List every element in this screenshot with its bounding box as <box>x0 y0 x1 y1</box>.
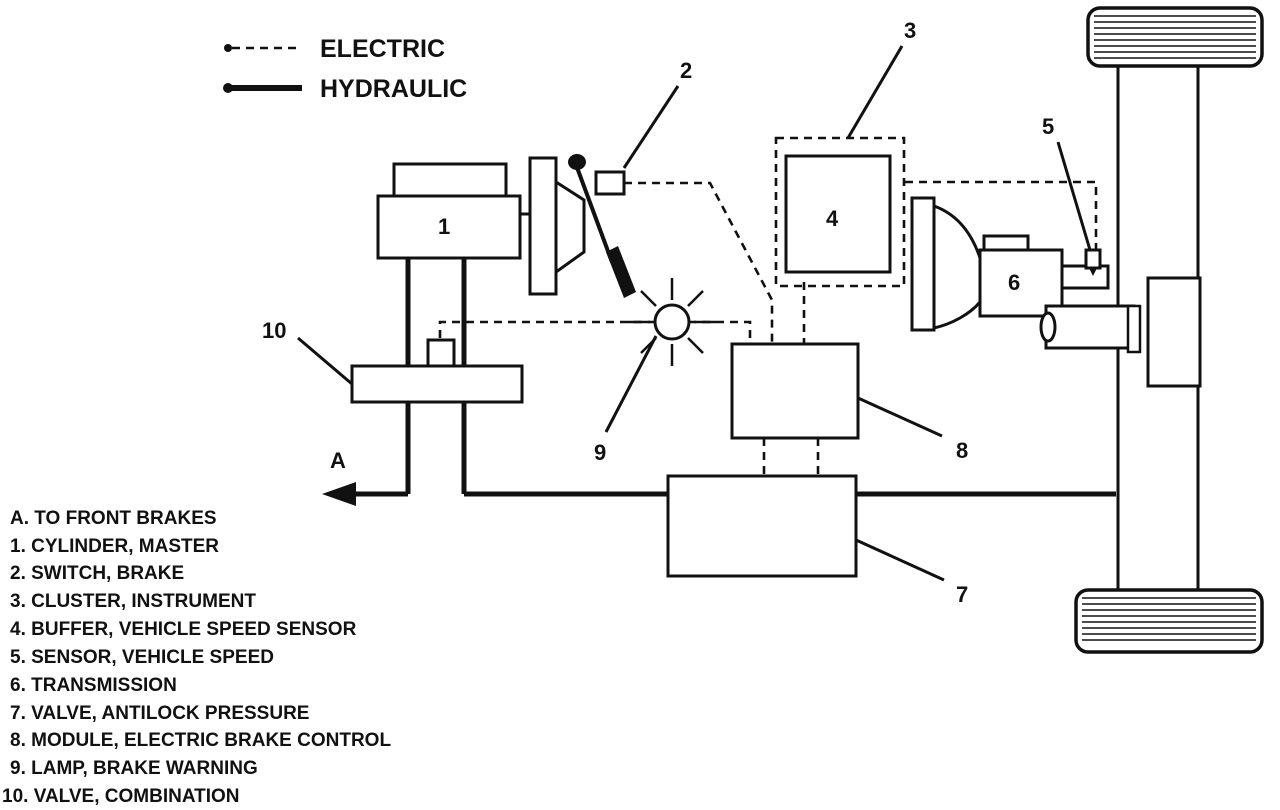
key-item: 9. LAMP, BRAKE WARNING <box>10 758 258 779</box>
key-item: 4. BUFFER, VEHICLE SPEED SENSOR <box>10 619 357 640</box>
callout-4: 4 <box>826 206 839 231</box>
brake-booster-pedal <box>520 154 636 298</box>
callout-7: 7 <box>956 582 968 607</box>
vehicle-speed-sensor <box>1084 248 1102 276</box>
callout-8: 8 <box>956 438 968 463</box>
combination-valve <box>350 338 524 404</box>
brake-switch <box>594 170 626 196</box>
antilock-pressure-valve <box>666 474 858 578</box>
master-cylinder <box>376 162 522 260</box>
legend-hydraulic-label: HYDRAULIC <box>320 75 467 103</box>
bottom-wheel <box>1074 588 1264 654</box>
callout-2: 2 <box>680 58 692 83</box>
legend-electric-label: ELECTRIC <box>320 35 445 63</box>
instrument-cluster <box>774 136 906 288</box>
key-item: 3. CLUSTER, INSTRUMENT <box>10 591 256 612</box>
front-brakes-arrow <box>322 482 356 506</box>
key-item: 7. VALVE, ANTILOCK PRESSURE <box>10 703 309 724</box>
callout-10: 10 <box>262 318 286 343</box>
differential <box>1146 276 1202 388</box>
key-item: 2. SWITCH, BRAKE <box>10 563 184 584</box>
callout-3: 3 <box>904 18 916 43</box>
callout-1: 1 <box>438 214 450 239</box>
transmission <box>910 196 1142 354</box>
key-item: 8. MODULE, ELECTRIC BRAKE CONTROL <box>10 730 391 751</box>
legend-electric-symbol <box>224 44 302 52</box>
legend: ELECTRIC HYDRAULIC <box>223 35 467 103</box>
callout-a: A <box>330 448 346 473</box>
callout-5: 5 <box>1042 114 1054 139</box>
key-item: 10. VALVE, COMBINATION <box>2 786 240 807</box>
key-item: 5. SENSOR, VEHICLE SPEED <box>10 647 274 668</box>
legend-hydraulic-symbol <box>223 83 302 93</box>
component-key: A. TO FRONT BRAKES 1. CYLINDER, MASTER 2… <box>2 508 391 807</box>
electric-brake-control-module <box>730 342 860 440</box>
brake-warning-lamp <box>628 278 716 366</box>
callout-6: 6 <box>1008 270 1020 295</box>
electric-lines <box>438 180 1098 476</box>
leader-lines <box>297 45 1092 582</box>
callouts: 1 2 3 4 5 6 7 8 9 10 A <box>262 18 1054 607</box>
callout-9: 9 <box>594 440 606 465</box>
hydraulic-lines <box>322 258 1116 506</box>
key-item: 1. CYLINDER, MASTER <box>10 536 219 557</box>
key-item: 6. TRANSMISSION <box>10 675 177 696</box>
vehicle-speed-sensor-buffer <box>784 154 892 274</box>
key-item: A. TO FRONT BRAKES <box>10 508 217 529</box>
top-wheel <box>1086 6 1264 68</box>
